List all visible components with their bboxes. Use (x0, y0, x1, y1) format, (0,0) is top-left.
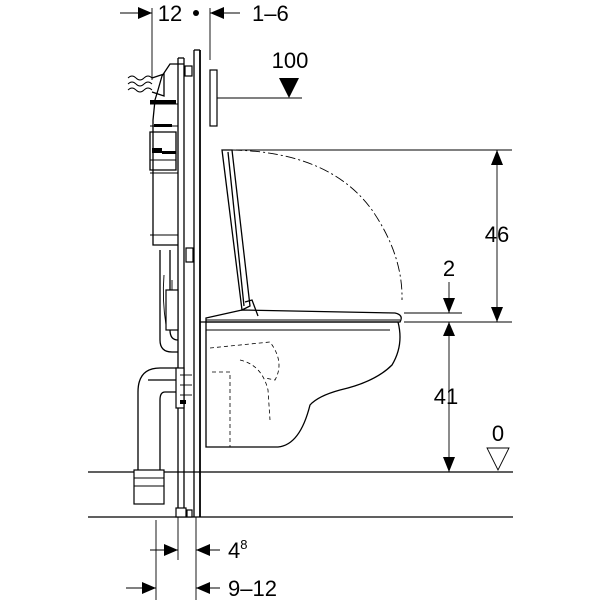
seat-lid (205, 149, 402, 323)
label-top-range: 1–6 (252, 1, 289, 26)
water-supply-symbol (127, 73, 165, 97)
dimension-bottom-thickness (150, 517, 220, 600)
lid-swing-arc (231, 149, 403, 301)
label-bottom-thickness-sup: 8 (240, 537, 247, 552)
label-floor-level: 0 (492, 421, 504, 446)
dimension-flush-plate (279, 78, 299, 98)
drain-elbow (133, 367, 192, 505)
flush-pipe (159, 250, 179, 353)
finished-wall (193, 49, 201, 517)
floor-level-marker (486, 447, 510, 472)
label-bottom-thickness: 48 (228, 537, 247, 563)
cistern (149, 63, 194, 263)
toilet-bowl (200, 321, 401, 448)
dimension-top (120, 7, 240, 80)
label-flush-plate: 100 (272, 48, 309, 73)
label-top-offset: 12 (158, 1, 182, 26)
label-bottom-thickness-base: 4 (228, 538, 240, 563)
dimension-bowl-height (443, 322, 455, 472)
label-seat-height: 46 (485, 222, 509, 247)
height-reference-lines (236, 149, 512, 323)
label-seat-gap: 2 (443, 256, 455, 281)
label-bottom-range: 9–12 (228, 576, 277, 600)
flush-plate (209, 69, 302, 127)
dimension-bottom-range (126, 520, 220, 600)
label-bowl-height: 41 (434, 384, 458, 409)
mounting-frame (175, 57, 193, 518)
dimension-seat-height (491, 150, 503, 322)
